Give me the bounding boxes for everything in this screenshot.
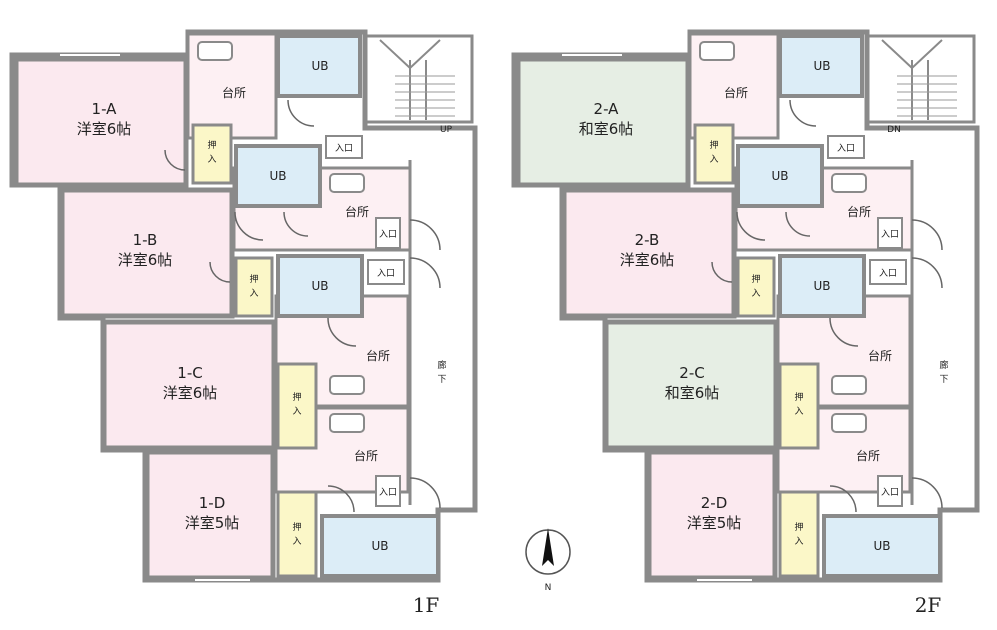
ub-2a: UB bbox=[813, 59, 830, 73]
kitchen-2d: 台所 bbox=[856, 448, 880, 463]
kitchen-1d: 台所 bbox=[354, 448, 378, 463]
closet-1c-top: 押 bbox=[292, 391, 301, 403]
room-1b-type: 洋室6帖 bbox=[118, 251, 173, 269]
ub-2d: UB bbox=[873, 539, 890, 553]
room-1d-type: 洋室5帖 bbox=[185, 514, 240, 532]
kitchen-2a: 台所 bbox=[724, 85, 748, 100]
closet-1b-bottom: 入 bbox=[249, 288, 258, 299]
closet-1a-top: 押 bbox=[207, 139, 216, 151]
floor-2-plan: 2-A 和室6帖 2-B 洋室6帖 2-C 和室6帖 2-D 洋室5帖 UB U… bbox=[514, 32, 977, 617]
closet-2d-top: 押 bbox=[794, 521, 803, 533]
kitchen-1b: 台所 bbox=[345, 204, 369, 219]
room-1c-name: 1-C bbox=[177, 364, 202, 382]
room-1a-name: 1-A bbox=[92, 100, 118, 118]
closet-2b-top: 押 bbox=[751, 273, 760, 285]
kitchen-1a: 台所 bbox=[222, 85, 246, 100]
closet-1d-bottom: 入 bbox=[292, 536, 301, 547]
ub-2c: UB bbox=[813, 279, 830, 293]
floor-1-walls bbox=[12, 32, 475, 580]
entrance-2d: 入口 bbox=[881, 487, 899, 498]
room-2c-type: 和室6帖 bbox=[665, 384, 720, 402]
entrance-2c: 入口 bbox=[879, 268, 897, 279]
entrance-1c: 入口 bbox=[377, 268, 395, 279]
room-2d-name: 2-D bbox=[701, 494, 728, 512]
entrance-1a: 入口 bbox=[335, 143, 353, 154]
room-1b-name: 1-B bbox=[133, 231, 158, 249]
closet-1a-bottom: 入 bbox=[207, 154, 216, 165]
entrance-1b: 入口 bbox=[379, 229, 397, 240]
compass: N bbox=[525, 528, 571, 593]
compass-north-label: N bbox=[545, 583, 552, 593]
closet-1d-top: 押 bbox=[292, 521, 301, 533]
entrance-1d: 入口 bbox=[379, 487, 397, 498]
closet-2c-bottom: 入 bbox=[794, 406, 803, 417]
closet-2d-bottom: 入 bbox=[794, 536, 803, 547]
north-arrow-icon bbox=[542, 528, 554, 566]
corridor-1f-bottom: 下 bbox=[437, 375, 446, 385]
room-1d-name: 1-D bbox=[199, 494, 226, 512]
floor-1-plan: 1-A 洋室6帖 1-B 洋室6帖 1-C 洋室6帖 1-D 洋室5帖 UB U… bbox=[12, 32, 475, 617]
closet-2b-bottom: 入 bbox=[751, 288, 760, 299]
closet-2a-bottom: 入 bbox=[709, 154, 718, 165]
entrance-2a: 入口 bbox=[837, 143, 855, 154]
stairs-1f-label: UP bbox=[440, 125, 453, 135]
room-2a-type: 和室6帖 bbox=[579, 120, 634, 138]
room-2b-name: 2-B bbox=[635, 231, 660, 249]
closet-2a-top: 押 bbox=[709, 139, 718, 151]
room-1a-type: 洋室6帖 bbox=[77, 120, 132, 138]
kitchen-1c: 台所 bbox=[366, 348, 390, 363]
stairs-2f-label: DN bbox=[887, 125, 901, 135]
room-2c-tatami bbox=[603, 319, 779, 451]
corridor-1f-top: 廊 bbox=[437, 359, 446, 371]
ub-1c: UB bbox=[311, 279, 328, 293]
corridor-2f-top: 廊 bbox=[939, 359, 948, 371]
closet-1b-top: 押 bbox=[249, 273, 258, 285]
kitchen-2c: 台所 bbox=[868, 348, 892, 363]
ub-1b: UB bbox=[269, 169, 286, 183]
closet-2c-top: 押 bbox=[794, 391, 803, 403]
entrance-2b: 入口 bbox=[881, 229, 899, 240]
room-1c-type: 洋室6帖 bbox=[163, 384, 218, 402]
closet-1c-bottom: 入 bbox=[292, 406, 301, 417]
ub-1a: UB bbox=[311, 59, 328, 73]
ub-1d: UB bbox=[371, 539, 388, 553]
ub-2b: UB bbox=[771, 169, 788, 183]
kitchen-2b: 台所 bbox=[847, 204, 871, 219]
room-2a-tatami bbox=[515, 56, 691, 188]
floor-2-label: 2F bbox=[915, 593, 942, 617]
room-2c-name: 2-C bbox=[679, 364, 704, 382]
corridor-2f-bottom: 下 bbox=[939, 375, 948, 385]
room-2d-type: 洋室5帖 bbox=[687, 514, 742, 532]
room-2a-name: 2-A bbox=[594, 100, 620, 118]
floor-1-label: 1F bbox=[413, 593, 440, 617]
room-2b-type: 洋室6帖 bbox=[620, 251, 675, 269]
